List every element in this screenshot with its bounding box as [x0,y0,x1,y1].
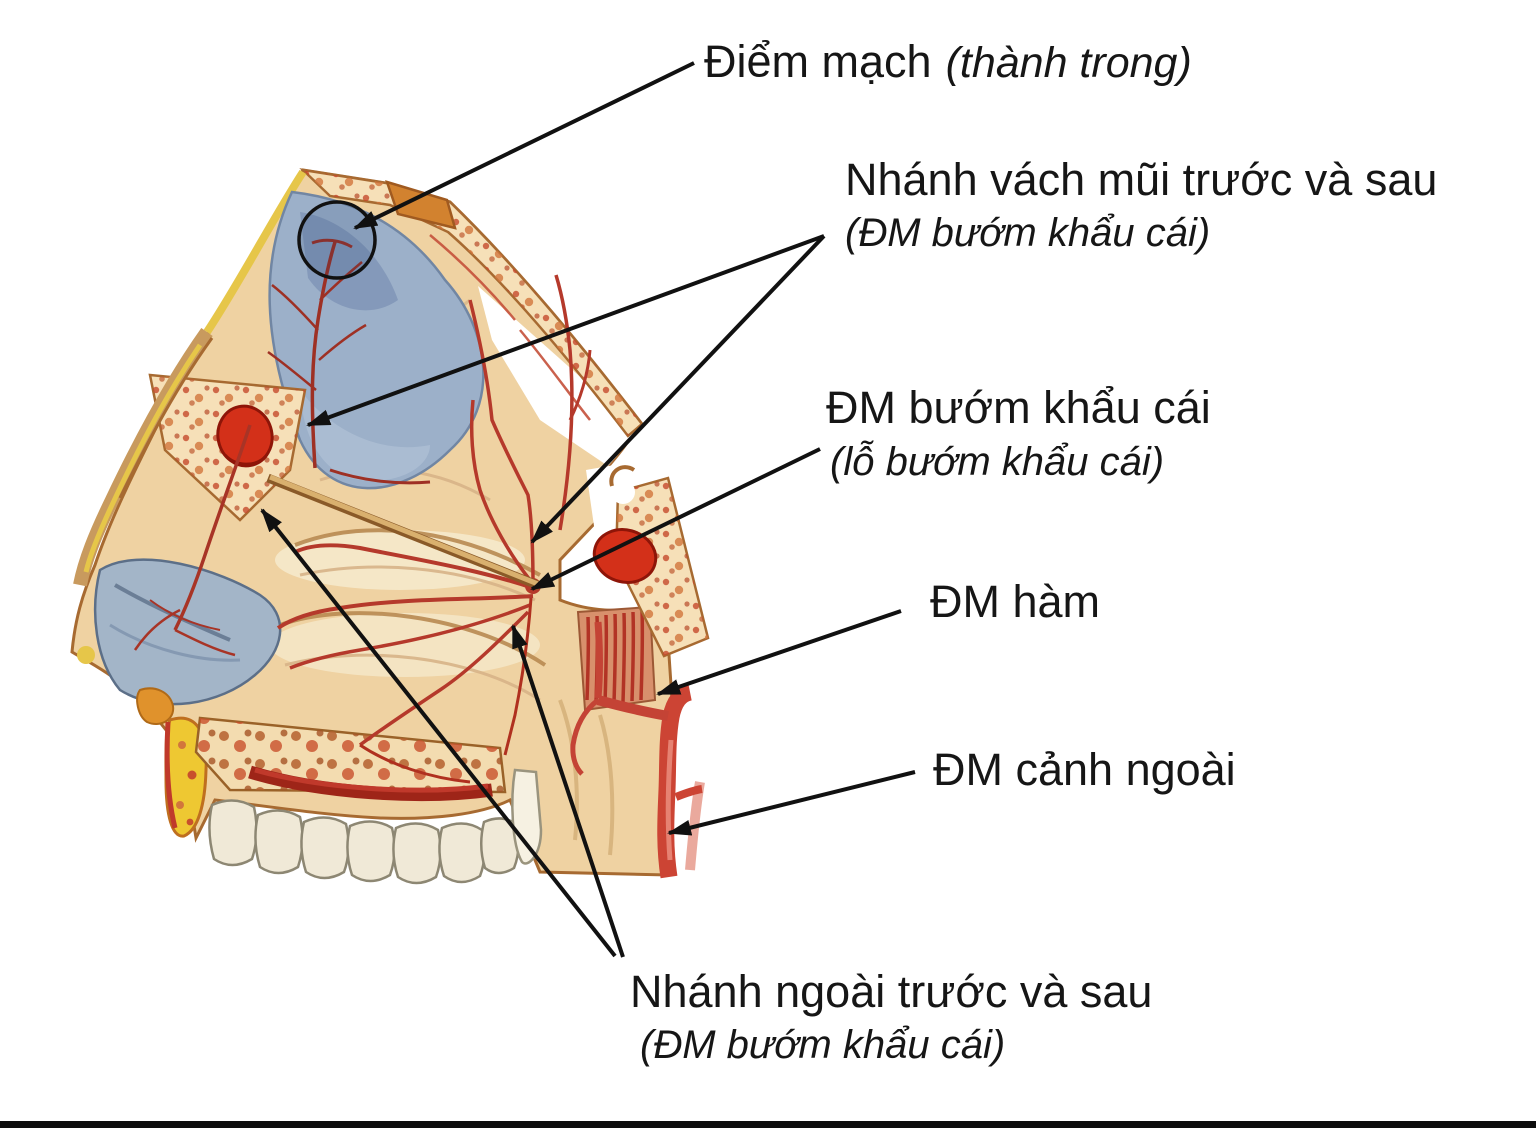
label-dm-buom-khau-sub: (lỗ bướm khẩu cái) [830,440,1164,485]
label-dm-canh-ngoai-main: ĐM cảnh ngoài [933,744,1236,795]
label-dm-canh-ngoai: ĐM cảnh ngoài [933,744,1236,795]
label-dm-buom-khau: ĐM bướm khẩu cái [826,382,1211,433]
label-nhanh-vach-main: Nhánh vách mũi trước và sau [845,154,1438,205]
arrow-dm-ham [656,609,902,696]
label-nhanh-vach-sub: (ĐM bướm khẩu cái) [845,211,1210,256]
head-section [70,168,710,885]
label-dm-buom-khau-main: ĐM bướm khẩu cái [826,382,1211,433]
septal-arteries [267,238,431,485]
red-ostium-right [592,528,658,584]
inferior-turbinate [270,613,540,677]
label-nhanh-vach-sub-text: (ĐM bướm khẩu cái) [845,211,1211,255]
label-diem-mach-main: Điểm mạch [704,36,932,87]
fat-rim-top [203,169,307,335]
probe-rod [266,473,542,591]
bottom-rule [0,1121,1536,1128]
nasal-dorsum [73,327,214,587]
sphenopalatine-branches [276,274,592,784]
arrow-nhanh-vach-1 [306,234,825,427]
label-dm-ham: ĐM hàm [930,576,1101,627]
pterygoid-muscle [576,605,657,712]
label-nhanh-vach: Nhánh vách mũi trước và sau [845,154,1438,205]
frontal-bone-band [299,168,644,438]
gap-wedge-upper [478,286,640,466]
arrow-diem-mach [353,61,695,230]
ethmoid-stipple [148,373,307,522]
label-nhanh-ngoai: Nhánh ngoài trước và sau [630,966,1153,1017]
label-dm-ham-main: ĐM hàm [930,576,1101,627]
annotation-arrows [260,61,916,958]
arrow-nhanh-ngoai-1 [260,508,617,958]
arrow-dm-canh-ngoai [667,770,916,836]
label-nhanh-ngoai-sub-text: (ĐM bướm khẩu cái) [640,1023,1006,1067]
label-dm-buom-khau-sub-text: (lỗ bướm khẩu cái) [830,440,1165,484]
fat-dot [77,646,95,664]
arrow-nhanh-ngoai-2 [511,624,625,958]
diem-mach-circle [297,200,377,280]
label-nhanh-ngoai-main: Nhánh ngoài trước và sau [630,966,1153,1017]
label-diem-mach: Điểm mạch (thành trong) [704,36,1192,87]
sphenoid-triangle [592,465,710,658]
nasal-spine-fat [136,687,175,725]
arrow-dm-buom-khau [530,447,821,591]
anterior-arteries [133,424,252,657]
maxillary-carotid-arteries [570,621,705,879]
annotation-layer [260,61,916,958]
label-nhanh-ngoai-sub: (ĐM bướm khẩu cái) [640,1023,1005,1068]
teeth-row [208,768,543,885]
arrow-nhanh-vach-2 [530,234,826,544]
label-diem-mach-sub: (thành trong) [945,39,1192,87]
